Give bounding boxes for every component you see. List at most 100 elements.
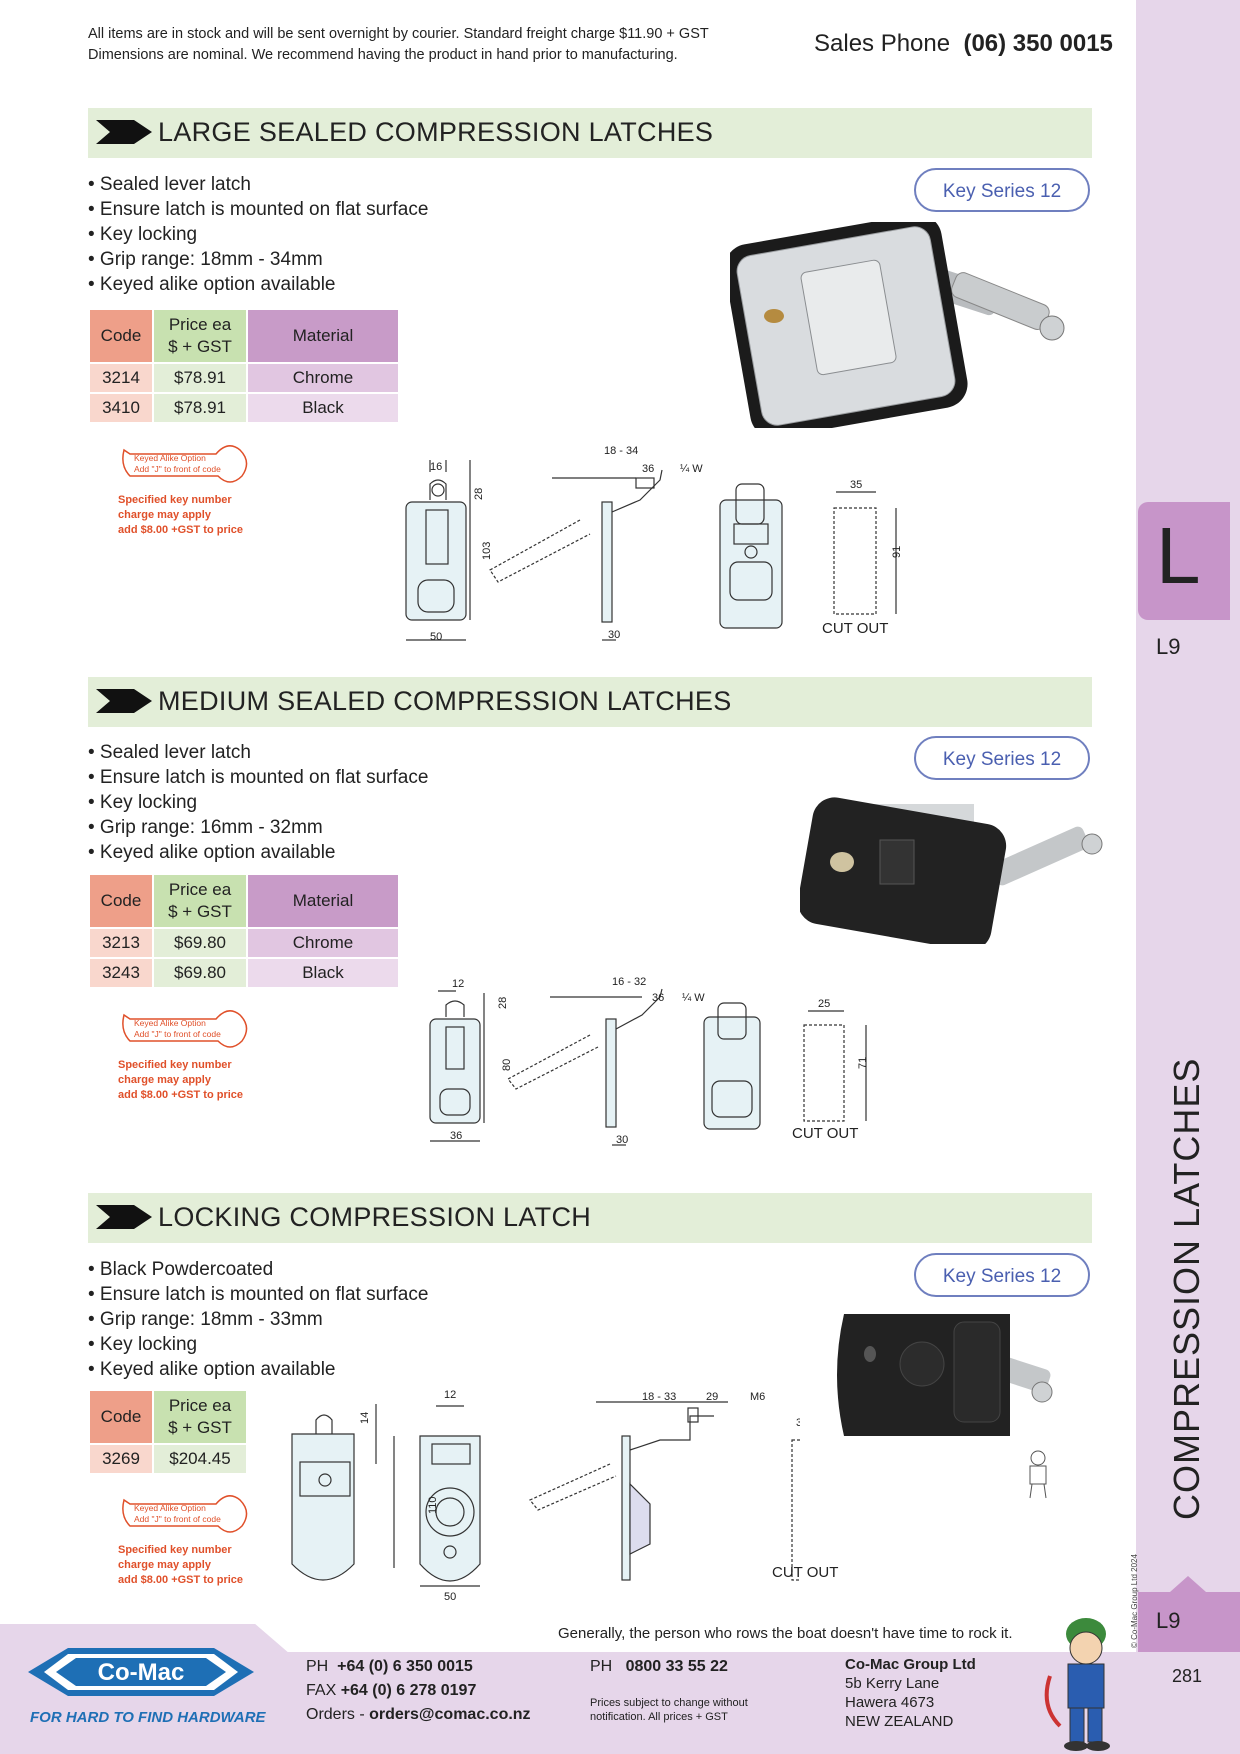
header-price: Price ea $ + GST	[154, 310, 246, 362]
header-material: Material	[248, 310, 398, 362]
logo-tagline: FOR HARD TO FIND HARDWARE	[30, 1709, 266, 1726]
category-title: COMPRESSION LATCHES	[1166, 1057, 1207, 1520]
key-option-line-2: Add "J" to front of code	[134, 1029, 221, 1039]
key-note-line-2: charge may apply	[118, 1074, 211, 1086]
feature-item: • Ensure latch is mounted on flat surfac…	[88, 199, 429, 220]
header-price-line-2: $ + GST	[168, 1418, 232, 1437]
table-row: 3243 $69.80 Black	[90, 959, 398, 987]
dim-width-top: 12	[444, 1389, 456, 1401]
feature-list: • Black Powdercoated • Ensure latch is m…	[88, 1257, 428, 1382]
cell-price: $78.91	[154, 394, 246, 422]
cell-price: $78.91	[154, 364, 246, 392]
orders-label: Orders -	[306, 1706, 365, 1723]
key-option-line-2: Add "J" to front of code	[134, 464, 221, 474]
medium-latch-diagram: 12 28 80 36 16 - 32 36 ¼ W 30 25 71	[429, 976, 869, 1146]
table-row: 3410 $78.91 Black	[90, 394, 398, 422]
bottom-page-code: L9	[1156, 1608, 1181, 1633]
feature-item: • Black Powdercoated	[88, 1259, 274, 1280]
ph-number: +64 (0) 6 350 0015	[337, 1658, 473, 1675]
notice-line-1: All items are in stock and will be sent …	[88, 26, 709, 42]
section-arrow-icon	[96, 120, 152, 144]
orders-email-link[interactable]: orders@comac.co.nz	[369, 1706, 531, 1723]
prices-note: Prices subject to change without notific…	[590, 1696, 748, 1724]
category-tab[interactable]: L	[1138, 502, 1230, 620]
ph2-number: 0800 33 55 22	[625, 1658, 728, 1675]
dim-bolt: M6	[750, 1391, 765, 1403]
category-tab-letter: L	[1156, 511, 1201, 600]
mascot-small-icon	[1029, 1450, 1047, 1499]
dim-cut-height: 91	[891, 546, 903, 558]
cell-material: Chrome	[248, 364, 398, 392]
key-note-line-3: add $8.00 +GST to price	[118, 1574, 244, 1586]
header-price-line-1: Price ea	[168, 1396, 232, 1415]
table-row: 3213 $69.80 Chrome	[90, 929, 398, 957]
key-number-note: Specified key number charge may apply ad…	[118, 1543, 243, 1588]
section-title: LOCKING COMPRESSION LATCH	[158, 1202, 592, 1232]
comac-logo[interactable]: Co-Mac	[28, 1640, 254, 1704]
feature-item: • Keyed alike option available	[88, 1359, 336, 1380]
fax-label: FAX	[306, 1682, 337, 1699]
feature-item: • Key locking	[88, 792, 198, 813]
dim-arm: 36	[652, 992, 664, 1004]
dim-arm: 36	[642, 463, 654, 475]
price-table: Code Price ea$ + GST 3269 $204.45	[88, 1389, 248, 1475]
section-arrow-icon	[96, 1205, 152, 1229]
section-title: LARGE SEALED COMPRESSION LATCHES	[158, 117, 714, 147]
section-title: MEDIUM SEALED COMPRESSION LATCHES	[158, 686, 732, 716]
dim-height: 103	[481, 542, 493, 560]
fax-line: FAX +64 (0) 6 278 0197	[306, 1680, 476, 1702]
header-price-line-2: $ + GST	[168, 902, 232, 921]
stock-notice: All items are in stock and will be sent …	[88, 24, 709, 66]
company-name: Co-Mac Group Ltd	[845, 1656, 976, 1673]
key-series-button[interactable]: Key Series 12	[914, 1253, 1090, 1297]
section-header-large: LARGE SEALED COMPRESSION LATCHES	[88, 108, 1092, 158]
key-note-line-3: add $8.00 +GST to price	[118, 1089, 244, 1101]
dim-top: 28	[473, 488, 485, 500]
mascot-icon	[1044, 1618, 1110, 1751]
cell-price: $69.80	[154, 959, 246, 987]
header-price-line-2: $ + GST	[168, 337, 232, 356]
key-series-button[interactable]: Key Series 12	[914, 736, 1090, 780]
ph2-label: PH	[590, 1658, 613, 1675]
price-table: Code Price ea$ + GST Material 3213 $69.8…	[88, 873, 400, 989]
dim-height: 110	[427, 1496, 439, 1514]
feature-item: • Grip range: 18mm - 33mm	[88, 1309, 323, 1330]
logo-text: Co-Mac	[98, 1659, 185, 1686]
dim-top: 28	[497, 997, 509, 1009]
table-row: 3269 $204.45	[90, 1445, 246, 1473]
feature-item: • Ensure latch is mounted on flat surfac…	[88, 1284, 429, 1305]
company-address: Co-Mac Group Ltd 5b Kerry Lane Hawera 46…	[845, 1655, 976, 1731]
cell-code: 3269	[90, 1445, 152, 1473]
dim-top: 14	[359, 1412, 371, 1424]
key-outline-icon: Keyed Alike Option Add "J" to front of c…	[122, 445, 248, 483]
cell-price: $69.80	[154, 929, 246, 957]
cell-code: 3243	[90, 959, 152, 987]
dim-width-top: 16	[430, 461, 442, 473]
cell-code: 3214	[90, 364, 152, 392]
cell-material: Black	[248, 959, 398, 987]
cutout-label: CUT OUT	[822, 620, 889, 637]
feature-item: • Keyed alike option available	[88, 842, 336, 863]
cell-material: Black	[248, 394, 398, 422]
address-line-1: 5b Kerry Lane	[845, 1675, 940, 1692]
footer-quote: Generally, the person who rows the boat …	[558, 1625, 1013, 1642]
price-table: Code Price ea $ + GST Material 3214 $78.9…	[88, 308, 400, 424]
header-price-line-1: Price ea	[168, 315, 232, 334]
key-outline-icon: Keyed Alike Option Add "J" to front of c…	[122, 1010, 248, 1048]
feature-item: • Key locking	[88, 1334, 198, 1355]
dim-base: 50	[444, 1591, 456, 1603]
section-header-medium: MEDIUM SEALED COMPRESSION LATCHES	[88, 677, 1092, 727]
dim-cut-width: 35	[850, 479, 862, 491]
cell-material: Chrome	[248, 929, 398, 957]
key-option-line-2: Add "J" to front of code	[134, 1514, 221, 1524]
header-code: Code	[90, 310, 152, 362]
key-note-line-1: Specified key number	[118, 1544, 232, 1556]
feature-list: • Sealed lever latch • Ensure latch is m…	[88, 740, 428, 865]
key-number-note: Specified key number charge may apply ad…	[118, 1058, 243, 1103]
cell-code: 3213	[90, 929, 152, 957]
feature-item: • Keyed alike option available	[88, 274, 336, 295]
category-sidebar	[1136, 0, 1240, 1754]
section-header-locking: LOCKING COMPRESSION LATCH	[88, 1193, 1092, 1243]
dim-bolt: ¼ W	[682, 992, 705, 1004]
key-series-button[interactable]: Key Series 12	[914, 168, 1090, 212]
